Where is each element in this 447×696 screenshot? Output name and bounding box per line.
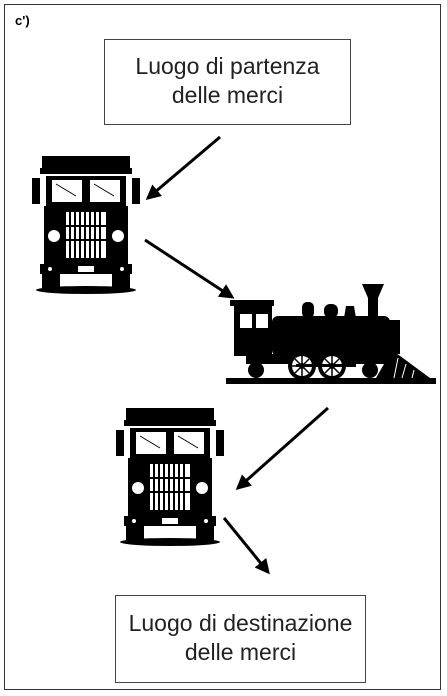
arrow-train-to-truck bbox=[238, 408, 328, 488]
truck-icon bbox=[32, 156, 140, 294]
truck-icon-2 bbox=[116, 408, 224, 546]
locomotive-icon bbox=[226, 284, 436, 384]
arrow-truck-to-train bbox=[145, 240, 232, 297]
arrow-origin-to-truck bbox=[148, 137, 220, 198]
arrow-truck-to-destination bbox=[224, 518, 268, 572]
